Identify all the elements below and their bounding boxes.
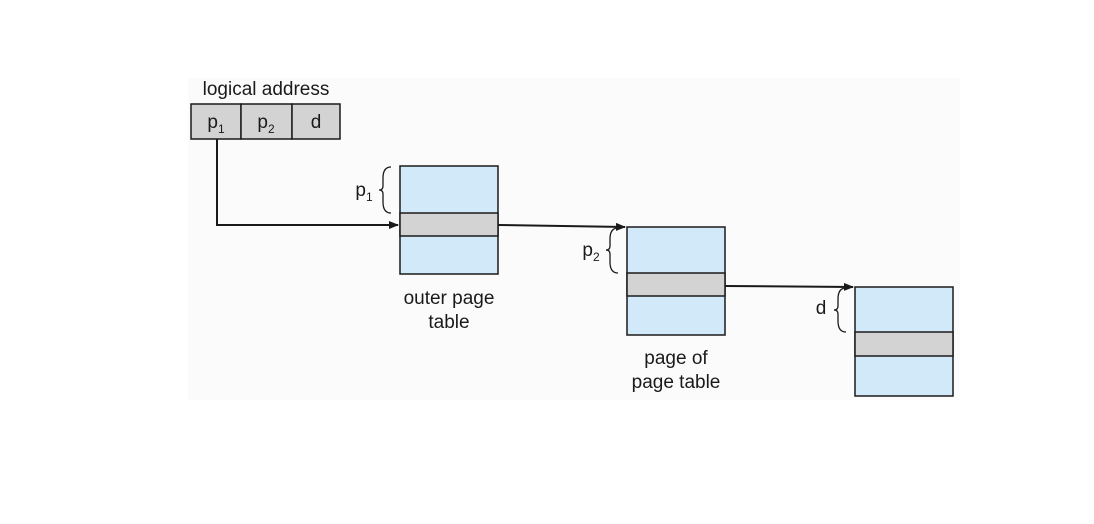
outer-offset-brace — [378, 166, 392, 214]
inner-table-selected-entry — [626, 272, 726, 297]
arrow-p1-to-outer-table — [216, 139, 399, 229]
field-p1-label: p1 — [207, 112, 225, 136]
inner-offset-label: p2 — [582, 240, 600, 264]
field-p2-cell — [240, 103, 293, 140]
inner-offset-brace — [605, 227, 619, 274]
outer-page-table — [399, 165, 499, 275]
logical-address-box: p1 p2 d — [190, 103, 341, 140]
outer-table-selected-entry — [399, 212, 499, 237]
memory-offset-brace — [833, 287, 847, 333]
inner-page-table — [626, 226, 726, 336]
field-d-cell — [291, 103, 341, 140]
memory-page-selected-word — [854, 331, 954, 357]
outer-table-caption-line2: table — [428, 312, 469, 333]
inner-table-caption-line1: page of — [644, 348, 708, 369]
field-d-label: d — [311, 112, 322, 133]
outer-offset-label: p1 — [355, 180, 373, 204]
memory-page — [854, 286, 954, 397]
field-p1-cell — [190, 103, 242, 140]
memory-offset-label: d — [816, 298, 827, 319]
arrow-inner-to-memory-page — [724, 282, 854, 291]
inner-table-caption-line2: page table — [632, 372, 721, 393]
field-p2-label: p2 — [257, 112, 275, 136]
outer-table-caption-line1: outer page — [404, 288, 495, 309]
logical-address-title: logical address — [203, 79, 330, 100]
arrow-outer-to-inner-table — [497, 222, 626, 231]
